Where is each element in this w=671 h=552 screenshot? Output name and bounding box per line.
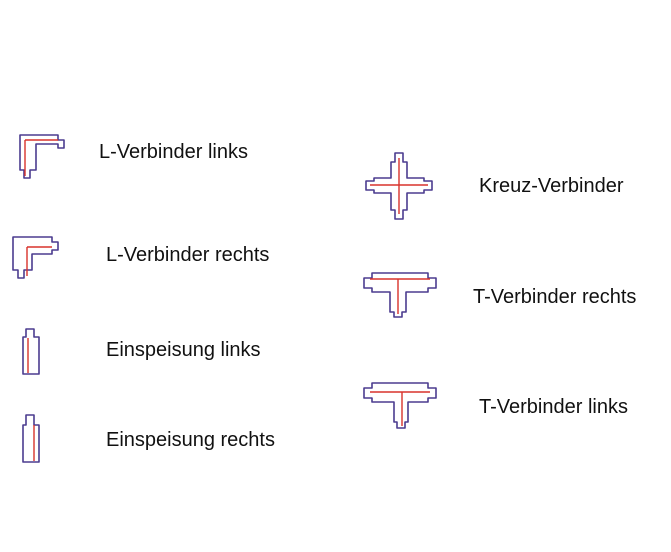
l-connector-left-icon — [19, 134, 65, 179]
t-connector-left-icon — [363, 382, 437, 429]
feed-in-right-icon — [22, 414, 40, 463]
component-label: T-Verbinder links — [479, 396, 628, 418]
component-label: T-Verbinder rechts — [473, 286, 637, 308]
component-label: Einspeisung links — [106, 339, 261, 361]
t-connector-right-icon — [363, 272, 437, 318]
component-label: Kreuz-Verbinder — [479, 175, 624, 197]
component-label: Einspeisung rechts — [106, 429, 275, 451]
feed-in-left-icon — [22, 328, 40, 375]
l-connector-right-icon — [12, 236, 59, 279]
cross-connector-icon — [365, 152, 433, 220]
component-label: L-Verbinder links — [99, 141, 248, 163]
component-label: L-Verbinder rechts — [106, 244, 270, 266]
